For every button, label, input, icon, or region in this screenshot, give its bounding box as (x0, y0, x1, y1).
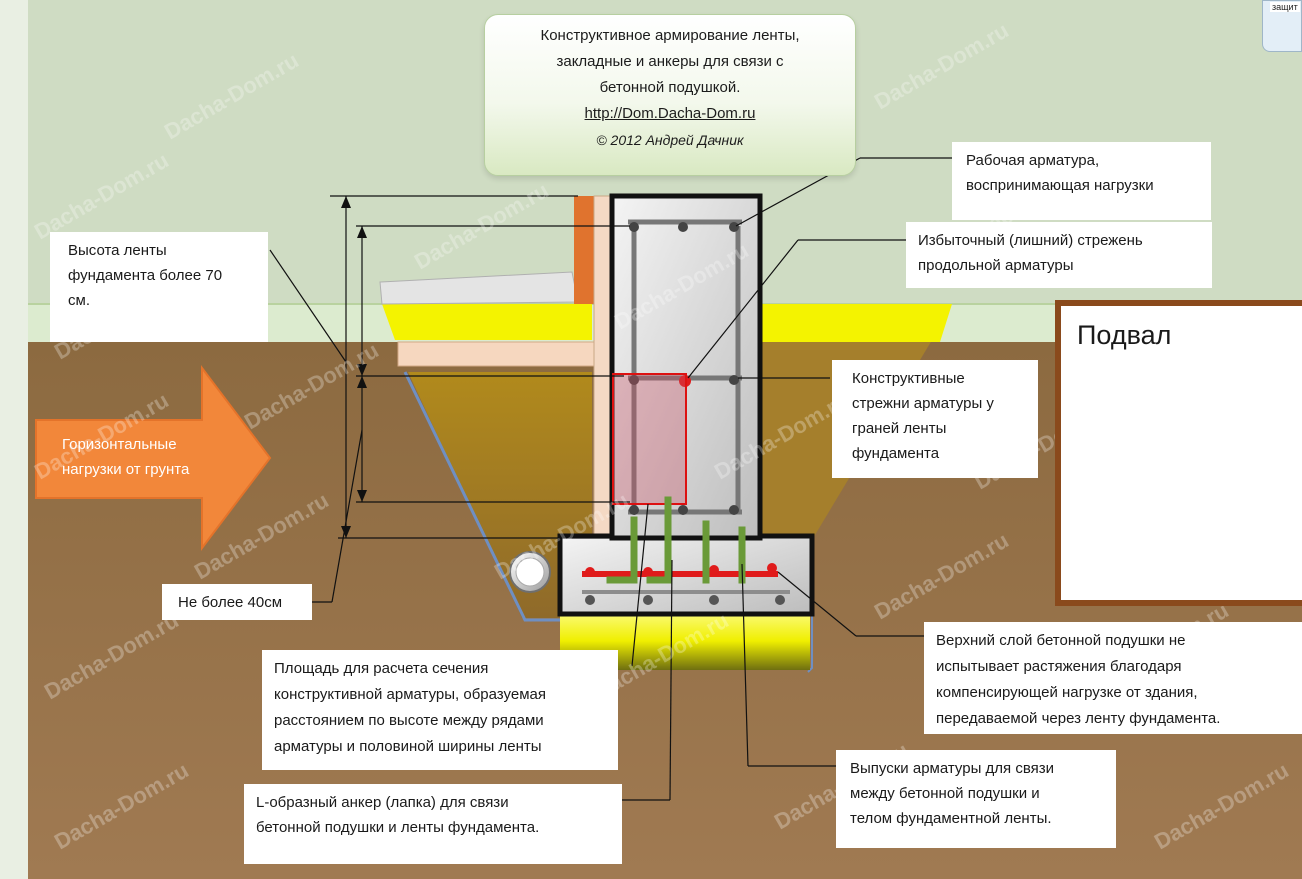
callout-area-calc: Площадь для расчета сечения конструктивн… (262, 650, 618, 770)
basement-label: Подвал (1077, 320, 1172, 350)
callout-text: расстоянием по высоте между рядами (274, 712, 544, 729)
callout-text: воспринимающая нагрузки (966, 177, 1154, 194)
calc-area (612, 373, 687, 505)
callout-text: испытывает растяжения благодаря (936, 658, 1182, 675)
callout-text: между бетонной подушки и (850, 785, 1040, 802)
dimension-lines (330, 195, 630, 539)
callout-text: конструктивной арматуры, образуемая (274, 686, 546, 703)
callout-text: фундамента (852, 445, 940, 462)
callout-text: фундамента более 70 (68, 267, 223, 284)
sand-layer-left (382, 304, 592, 340)
callout-text: Площадь для расчета сечения (274, 660, 489, 677)
rebar-bars (629, 222, 739, 515)
waterproofing-line (403, 371, 560, 622)
basement-box: Подвал (1055, 300, 1302, 606)
svg-text:Dacha-Dom.ru: Dacha-Dom.ru (870, 17, 1013, 114)
insulation-slab (397, 341, 595, 367)
arrow-text-line: Горизонтальные (62, 436, 177, 453)
callout-top-layer: Верхний слой бетонной подушки не испытыв… (924, 622, 1302, 734)
callout-text: Конструктивные (852, 370, 965, 387)
insulation-vertical (593, 195, 613, 541)
site-link[interactable]: http://Dom.Dacha-Dom.ru (584, 105, 756, 122)
svg-text:Dacha-Dom.ru: Dacha-Dom.ru (160, 47, 303, 144)
callout-text: граней ленты (852, 420, 947, 437)
l-anchors (606, 496, 746, 584)
callout-text: см. (68, 292, 90, 309)
callout-excess-rod: Избыточный (лишний) стрежень продольной … (906, 222, 1212, 288)
arrow-text-line: нагрузки от грунта (62, 461, 190, 478)
callout-text: Не более 40см (178, 594, 283, 611)
callout-text: компенсирующей нагрузке от здания, (936, 684, 1198, 701)
callout-max-40: Не более 40см (162, 584, 312, 620)
callout-text: передаваемой через ленту фундамента. (936, 710, 1221, 727)
copyright: © 2012 Андрей Дачник (596, 132, 744, 148)
title-line-3: бетонной подушкой. (599, 79, 741, 96)
callout-text: Высота ленты (68, 242, 167, 259)
callout-tape-height: Высота ленты фундамента более 70 см. (50, 232, 268, 342)
callout-text: Верхний слой бетонной подушки не (936, 632, 1186, 649)
horizontal-loads-label: Горизонтальные нагрузки от грунта (62, 432, 189, 482)
callout-text: продольной арматуры (918, 257, 1074, 274)
dimension-arrows (341, 196, 367, 538)
callout-structural-rods: Конструктивные стрежни арматуры у граней… (832, 360, 1038, 478)
blind-area (379, 271, 579, 305)
trench-backfill (408, 372, 592, 618)
callout-text: арматуры и половиной ширины ленты (274, 738, 542, 755)
callout-text: Избыточный (лишний) стрежень (918, 232, 1143, 249)
title-line-1: Конструктивное армирование ленты, (540, 27, 800, 44)
callout-text: бетонной подушки и ленты фундамента. (256, 819, 540, 836)
title-line-2: закладные и анкеры для связи с (556, 53, 784, 70)
callout-text: L-образный анкер (лапка) для связи (256, 794, 509, 811)
callout-l-anchor: L-образный анкер (лапка) для связи бетон… (244, 784, 622, 864)
leader-lines (269, 157, 952, 801)
sand-layer-right (760, 304, 952, 342)
svg-text:Dacha-Dom.ru: Dacha-Dom.ru (30, 147, 173, 244)
insulation-vertical-top (574, 196, 596, 304)
callout-text: стрежни арматуры у (852, 395, 994, 412)
corner-label: защит (1270, 2, 1300, 12)
horizontal-load-arrow (35, 365, 272, 551)
callout-text: телом фундаментной ленты. (850, 810, 1052, 827)
title-scroll: Конструктивное армирование ленты, заклад… (484, 14, 856, 176)
callout-text: Рабочая арматура, (966, 152, 1100, 169)
callout-working-rebar: Рабочая арматура, воспринимающая нагрузк… (952, 142, 1211, 220)
callout-text: Выпуски арматуры для связи (850, 760, 1054, 777)
callout-outlets: Выпуски арматуры для связи между бетонно… (836, 750, 1116, 848)
